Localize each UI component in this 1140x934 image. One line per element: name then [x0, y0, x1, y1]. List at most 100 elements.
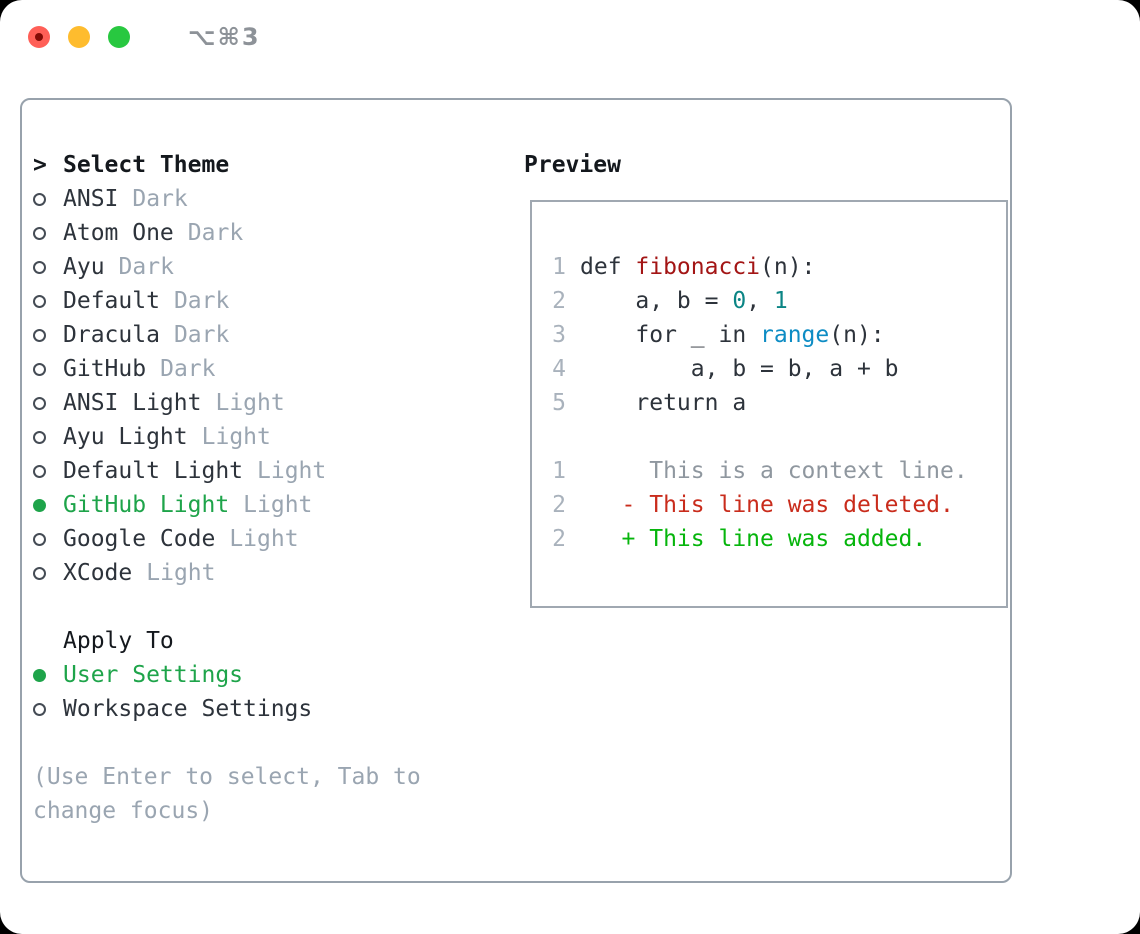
radio-icon: [33, 532, 46, 546]
selection-caret-icon: >: [33, 152, 47, 178]
code-token-number: 0: [732, 288, 747, 314]
theme-variant: Dark: [173, 322, 230, 348]
radio-icon: [33, 328, 63, 342]
code-token-plain: return a: [580, 390, 747, 416]
theme-variant: Dark: [187, 220, 244, 246]
line-number: 2: [552, 526, 566, 552]
line-number: 5: [552, 390, 566, 416]
code-token-plain: def: [580, 254, 636, 280]
theme-name: Default Light: [63, 458, 244, 484]
code-token-builtin: range: [760, 322, 830, 348]
code-token-plain: (n):: [829, 322, 885, 348]
code-line: 4 a, b = b, a + b: [552, 352, 986, 386]
window-title: ⌥⌘3: [188, 23, 261, 51]
theme-variant: Light: [243, 492, 313, 518]
code-token-plain: (n):: [760, 254, 816, 280]
radio-selected-icon: [33, 498, 46, 512]
line-number: 2: [552, 288, 566, 314]
radio-icon: [33, 702, 46, 716]
code-token-plain: ,: [746, 288, 774, 314]
radio-icon: [33, 362, 63, 376]
spacer: [552, 420, 986, 454]
theme-item[interactable]: ANSI Light Light: [33, 386, 463, 420]
radio-selected-icon: [33, 668, 46, 682]
minimize-button[interactable]: [68, 26, 90, 48]
zoom-button[interactable]: [108, 26, 130, 48]
theme-variant: Dark: [118, 254, 174, 280]
theme-name: XCode: [63, 560, 133, 586]
apply-to-header: Apply To: [33, 624, 463, 658]
apply-target-name: Workspace Settings: [63, 696, 313, 722]
diff-line: 2 + This line was added.: [552, 522, 986, 556]
apply-target-name: User Settings: [63, 662, 244, 688]
radio-selected-icon: [33, 668, 63, 682]
diff-line: 1 This is a context line.: [552, 454, 986, 488]
radio-icon: [33, 430, 63, 444]
line-number: 1: [552, 254, 566, 280]
code-token-plain: a, b =: [580, 288, 733, 314]
spacer: [33, 590, 463, 624]
theme-item[interactable]: ANSI Dark: [33, 182, 463, 216]
theme-variant: Light: [215, 390, 285, 416]
line-number: 1: [552, 458, 566, 484]
line-number: 4: [552, 356, 566, 382]
radio-icon: [33, 294, 63, 308]
theme-item[interactable]: XCode Light: [33, 556, 463, 590]
theme-name: ANSI: [63, 186, 119, 212]
theme-name: Dracula: [63, 322, 160, 348]
select-theme-header: > Select Theme: [33, 148, 463, 182]
radio-icon: [33, 702, 63, 716]
apply-target-item[interactable]: User Settings: [33, 658, 463, 692]
radio-icon: [33, 396, 63, 410]
theme-name: Google Code: [63, 526, 216, 552]
theme-item[interactable]: Dracula Dark: [33, 318, 463, 352]
theme-variant: Dark: [173, 288, 230, 314]
theme-item[interactable]: GitHub Light Light: [33, 488, 463, 522]
code-token-deleted: - This line was deleted.: [580, 492, 954, 518]
code-token-context: This is a context line.: [580, 458, 968, 484]
theme-variant: Light: [229, 526, 299, 552]
radio-icon: [33, 294, 46, 308]
radio-icon: [33, 566, 46, 580]
code-line: 2 a, b = 0, 1: [552, 284, 986, 318]
radio-icon: [33, 226, 46, 240]
code-token-number: 1: [773, 288, 788, 314]
close-button[interactable]: [28, 26, 50, 48]
spacer: [33, 726, 463, 760]
theme-name: ANSI Light: [63, 390, 202, 416]
theme-item[interactable]: Google Code Light: [33, 522, 463, 556]
radio-icon: [33, 396, 46, 410]
apply-target-item[interactable]: Workspace Settings: [33, 692, 463, 726]
diff-line: 2 - This line was deleted.: [552, 488, 986, 522]
radio-icon: [33, 260, 63, 274]
theme-name: Atom One: [63, 220, 174, 246]
theme-variant: Dark: [160, 356, 216, 382]
radio-icon: [33, 192, 63, 206]
theme-variant: Dark: [132, 186, 188, 212]
code-token-plain: for _ in: [580, 322, 761, 348]
radio-icon: [33, 532, 63, 546]
radio-icon: [33, 464, 63, 478]
titlebar: ⌥⌘3: [0, 0, 1140, 74]
radio-icon: [33, 260, 46, 274]
theme-name: Ayu Light: [63, 424, 188, 450]
theme-name: GitHub Light: [63, 492, 230, 518]
radio-icon: [33, 362, 46, 376]
code-line: 5 return a: [552, 386, 986, 420]
diff-preview: 1 This is a context line.2 - This line w…: [552, 454, 986, 556]
radio-icon: [33, 430, 46, 444]
theme-variant: Light: [146, 560, 216, 586]
radio-icon: [33, 566, 63, 580]
theme-item[interactable]: Atom One Dark: [33, 216, 463, 250]
